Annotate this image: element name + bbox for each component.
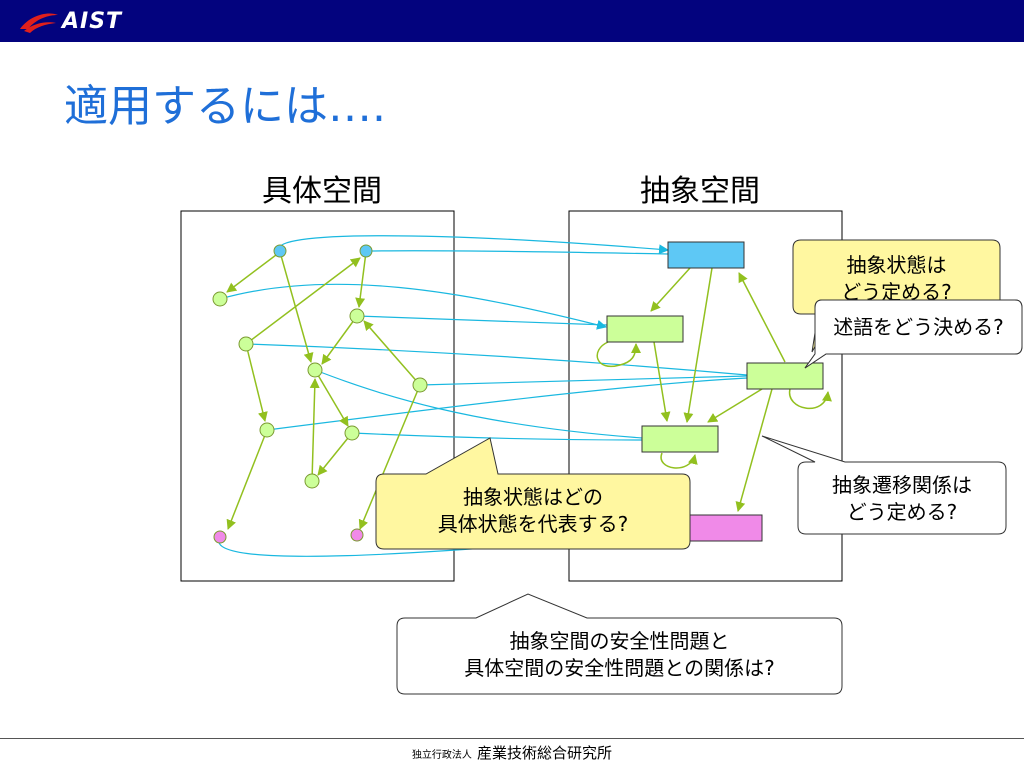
callout-safety-text: 抽象空間の安全性問題と 具体空間の安全性問題との関係は? (397, 628, 842, 682)
concrete-state (307, 362, 323, 378)
concrete-state-blue (273, 244, 287, 258)
concrete-state (412, 377, 428, 393)
concrete-state (344, 425, 360, 441)
concrete-space-label: 具体空間 (262, 174, 382, 209)
concrete-state (259, 422, 275, 438)
concrete-state-blue (359, 244, 373, 258)
logo-text: AIST (62, 8, 123, 34)
concrete-transition (321, 315, 358, 365)
aist-logo: AIST (18, 5, 122, 37)
abstract-self-loop (789, 388, 832, 409)
callout-abstract-state-text: 抽象状態は どう定める? (793, 252, 1000, 306)
callout-text-line: 抽象状態は (846, 253, 947, 277)
callout-text-line: どう定める? (846, 500, 958, 524)
mapping-arrow (266, 377, 748, 431)
mapping-arrow (314, 369, 643, 439)
concrete-transition (355, 251, 367, 308)
mapping-arrow (219, 283, 607, 330)
footer-small-text: 独立行政法人 (411, 750, 472, 761)
concrete-transition (226, 251, 281, 293)
abstract-space-label: 抽象空間 (640, 174, 760, 209)
footer-org-name: 産業技術総合研究所 (477, 744, 613, 762)
callout-text-line: どう定める? (841, 280, 952, 304)
mapping-arrow (365, 250, 669, 255)
callout-text-line: 抽象遷移関係は (832, 473, 972, 497)
callout-text-line: 具体状態を代表する? (437, 512, 629, 536)
concrete-state-pink (213, 530, 227, 544)
mapping-arrow (356, 315, 608, 326)
footer-divider (0, 738, 1024, 739)
concrete-transition (314, 369, 349, 427)
mapping-arrow (419, 375, 748, 386)
concrete-state (212, 291, 228, 307)
abstract-transition (653, 341, 671, 422)
abstract-state (746, 362, 824, 390)
concrete-transition (226, 429, 268, 530)
mapping-arrow (245, 343, 748, 376)
abstract-state (606, 315, 684, 343)
callout-text-line: 具体空間の安全性問題との関係は? (464, 656, 775, 680)
abstract-self-loop (660, 452, 698, 469)
concrete-transition (317, 432, 353, 476)
abstract-self-loop (596, 341, 641, 368)
concrete-transition (358, 384, 421, 530)
concrete-state (349, 308, 365, 324)
callout-transition (761, 435, 1007, 535)
abstract-state-pink (685, 514, 763, 542)
concrete-transition (309, 378, 320, 482)
footer: 独立行政法人 産業技術総合研究所 (0, 742, 1024, 763)
header-bar: AIST (0, 0, 1024, 42)
callout-representative-text: 抽象状態はどの 具体状態を代表する? (376, 484, 690, 538)
abstract-state (641, 425, 719, 453)
slide-title: 適用するには…. (64, 81, 386, 132)
callout-predicate-text: 述語をどう決める? (833, 315, 1004, 339)
aist-swoosh-icon (20, 13, 58, 33)
concrete-transition (245, 343, 268, 422)
abstract-transition (738, 272, 786, 363)
mapping-arrow (279, 235, 669, 255)
abstract-transition (735, 388, 773, 512)
callout-text-line: 抽象状態はどの (463, 485, 603, 509)
concrete-state-pink (350, 528, 364, 542)
concrete-transition (245, 257, 361, 345)
mapping-arrow (351, 432, 643, 441)
concrete-state (304, 473, 320, 489)
callout-transition-text: 抽象遷移関係は どう定める? (798, 472, 1006, 526)
callout-safety (396, 593, 843, 695)
abstract-transition (650, 267, 691, 312)
callout-text-line: 抽象空間の安全性問題と (509, 629, 730, 653)
concrete-transition (363, 320, 421, 386)
abstract-transition (683, 267, 713, 423)
abstract-state-blue (667, 241, 745, 269)
concrete-state (238, 336, 254, 352)
callout-representative (375, 437, 691, 550)
abstract-transition (707, 388, 763, 423)
